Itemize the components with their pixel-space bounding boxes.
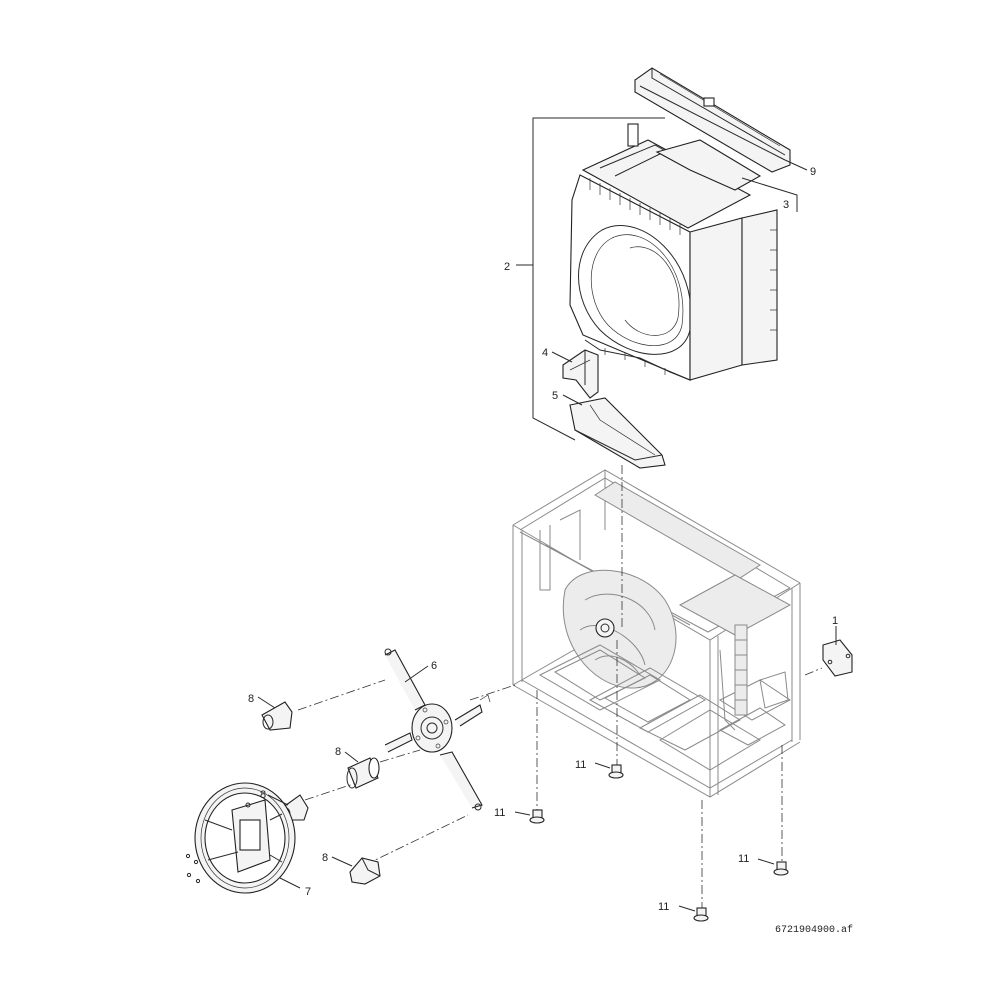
housing-frame <box>512 469 801 798</box>
part-1-plate <box>822 639 853 677</box>
part-6-motor-bracket <box>384 648 491 811</box>
callout-5: 5 <box>552 390 558 402</box>
part-3-leader <box>741 177 798 212</box>
callout-3: 3 <box>783 199 789 211</box>
part-11-foot-d <box>693 907 709 922</box>
callout-1: 1 <box>832 615 838 627</box>
callout-leaders <box>257 159 837 912</box>
callout-8-d: 8 <box>322 852 328 864</box>
part-7-front-grille <box>194 782 296 894</box>
callout-11-c: 11 <box>738 853 749 865</box>
callout-11-d: 11 <box>658 901 669 913</box>
assembly-centerlines <box>297 465 823 910</box>
part-11-foot-a <box>608 764 624 779</box>
callout-9: 9 <box>810 166 816 178</box>
part-5-drip-tray <box>569 397 666 469</box>
drawing-number: 6721904900.af <box>775 924 853 936</box>
part-4-bracket <box>562 349 599 399</box>
callout-11-b: 11 <box>494 807 505 819</box>
callout-11-a: 11 <box>575 759 586 771</box>
callout-4: 4 <box>542 347 548 359</box>
callout-8-c: 8 <box>260 789 266 801</box>
callout-2: 2 <box>504 261 510 273</box>
part-8-cap-a <box>261 701 293 731</box>
part-11-foot-c <box>773 861 789 876</box>
callout-6: 6 <box>431 660 437 672</box>
part-8-cap-d <box>349 857 381 885</box>
part-11-foot-b <box>529 809 545 824</box>
callout-8-b: 8 <box>335 746 341 758</box>
part-8-sleeve-b <box>346 757 380 789</box>
callout-7: 7 <box>305 886 311 898</box>
part-9-top-rail <box>634 67 791 173</box>
callout-8-a: 8 <box>248 693 254 705</box>
grille-screws <box>185 853 201 884</box>
callout-2-bracket <box>532 117 665 441</box>
part-2-fan-shroud <box>569 123 778 381</box>
